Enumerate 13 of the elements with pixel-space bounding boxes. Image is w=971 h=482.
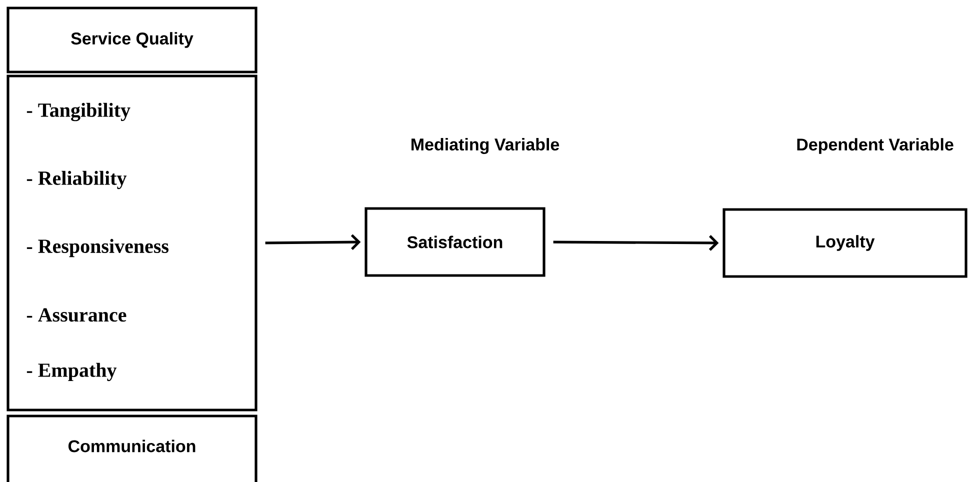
variable-heading: Mediating Variable: [412, 138, 560, 154]
header-box: Service Quality: [6, 6, 258, 74]
variable-box: Satisfaction: [364, 207, 546, 277]
variable-heading: Dependent Variable: [797, 138, 954, 154]
list-item: - Reliability: [26, 170, 127, 190]
factor-box: Communication: [6, 414, 258, 482]
list-item: - Empathy: [26, 362, 117, 382]
arrow: [265, 234, 361, 250]
list-item: - Tangibility: [26, 102, 130, 122]
variable-box: Loyalty: [722, 208, 968, 278]
arrow: [553, 235, 719, 251]
list-item: - Assurance: [26, 308, 126, 322]
list-item: - Responsiveness: [26, 238, 168, 258]
